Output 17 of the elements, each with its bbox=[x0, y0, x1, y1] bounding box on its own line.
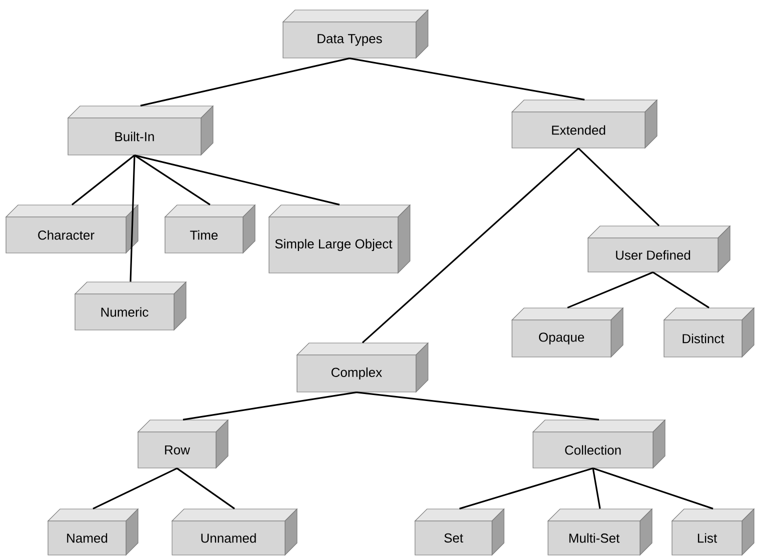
connector-line bbox=[134, 154, 340, 206]
connector-line bbox=[72, 154, 135, 206]
connector-line bbox=[578, 148, 660, 226]
connector-line bbox=[130, 155, 136, 282]
connector-line bbox=[652, 272, 710, 308]
connector-line bbox=[140, 58, 350, 106]
connector-line bbox=[356, 392, 600, 420]
connector-line bbox=[176, 468, 235, 510]
connector-line bbox=[134, 154, 210, 206]
connector-line bbox=[592, 468, 714, 510]
connector-line bbox=[592, 468, 601, 509]
connector-line bbox=[182, 392, 357, 420]
connector-line bbox=[349, 58, 585, 100]
connector-line bbox=[362, 148, 580, 344]
connector-line bbox=[92, 468, 178, 510]
connector-line bbox=[459, 468, 594, 510]
connector-line bbox=[567, 272, 654, 308]
